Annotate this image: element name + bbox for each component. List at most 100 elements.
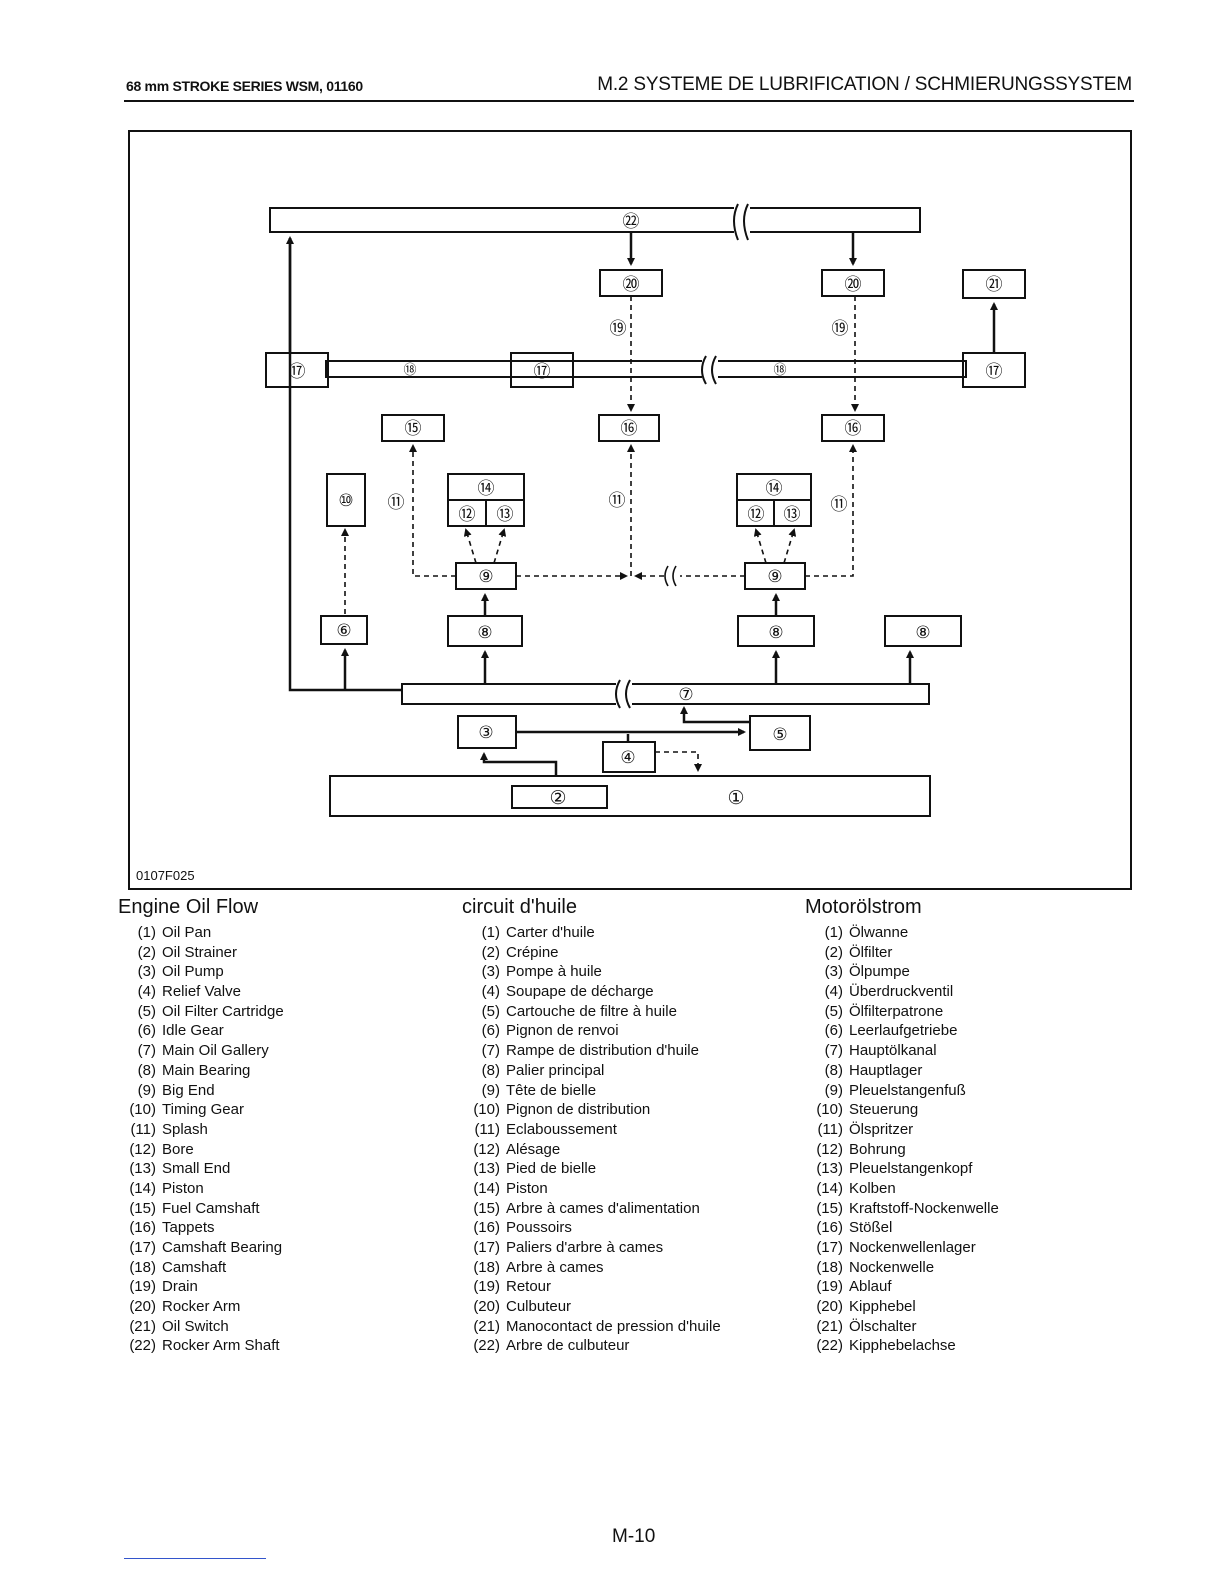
legend-item: (8)Hauptlager bbox=[805, 1061, 999, 1081]
legend-item-number: (18) bbox=[473, 1258, 500, 1276]
legend-item-text: Main Bearing bbox=[162, 1061, 251, 1079]
legend-english-list: (1)Oil Pan(2)Oil Strainer(3)Oil Pump(4)R… bbox=[118, 923, 284, 1356]
legend-item-text: Small End bbox=[162, 1160, 231, 1178]
legend-item-number: (19) bbox=[473, 1278, 500, 1296]
legend-item-text: Cartouche de filtre à huile bbox=[506, 1002, 677, 1020]
legend-item: (6)Idle Gear bbox=[118, 1021, 284, 1041]
legend-item-number: (6) bbox=[481, 1022, 500, 1040]
legend-item: (14)Kolben bbox=[805, 1179, 999, 1199]
legend-item-text: Alésage bbox=[506, 1140, 561, 1158]
legend-item: (8) Main Bearing bbox=[118, 1061, 284, 1081]
legend-item: (19)Ablauf bbox=[805, 1277, 999, 1297]
label-17-left: ⑰ bbox=[289, 362, 306, 382]
legend-item-number: (14) bbox=[129, 1179, 156, 1197]
legend-item-text: Ölpumpe bbox=[849, 963, 910, 981]
legend-item: (19)Drain bbox=[118, 1277, 284, 1297]
legend-item: (4) Überdruckventil bbox=[805, 982, 999, 1002]
legend-item-number: (16) bbox=[473, 1219, 500, 1237]
legend-item: (12)Bore bbox=[118, 1140, 284, 1160]
legend-item-text: Tappets bbox=[162, 1219, 215, 1237]
legend-item-number: (1) bbox=[137, 924, 156, 941]
label-8-c: ⑧ bbox=[915, 623, 930, 643]
rocker-arm-box-right bbox=[821, 269, 885, 297]
camshaft-bearing-box-mid bbox=[510, 352, 574, 388]
legend-item-number: (14) bbox=[473, 1179, 500, 1197]
legend-item-number: (6) bbox=[824, 1022, 843, 1040]
legend-item-number: (5) bbox=[824, 1002, 843, 1020]
legend-item-number: (11) bbox=[817, 1120, 843, 1138]
legend-item: (12)Alésage bbox=[462, 1140, 721, 1160]
label-13-right: ⑬ bbox=[784, 505, 801, 525]
label-3: ③ bbox=[478, 723, 493, 743]
oil-flow-diagram: ㉒ ⑳ ⑳ ㉑ ⑲ ⑲ ⑰ ⑰ ⑰ ⑱ ⑱ ⑮ ⑯ ⑯ ⑩ ⑪ ⑪ ⑪ ⑭ ⑭ … bbox=[265, 202, 1026, 817]
legend-item-text: Relief Valve bbox=[162, 983, 241, 1001]
label-17-right: ⑰ bbox=[986, 362, 1003, 382]
legend-item-text: Rocker Arm bbox=[162, 1298, 241, 1316]
legend-item: (20) Culbuteur bbox=[462, 1297, 721, 1317]
label-17-mid: ⑰ bbox=[534, 362, 551, 382]
legend-item-text: Leerlaufgetriebe bbox=[849, 1022, 958, 1040]
legend-item-text: Kraftstoff-Nockenwelle bbox=[849, 1199, 999, 1217]
figure-code: 0107F025 bbox=[136, 868, 195, 883]
legend-item-text: Piston bbox=[506, 1179, 548, 1197]
legend-item-text: Piston bbox=[162, 1179, 204, 1197]
legend-item-number: (8) bbox=[481, 1061, 500, 1079]
legend-item-number: (21) bbox=[473, 1317, 500, 1335]
legend-item-text: Tête de bielle bbox=[506, 1081, 597, 1099]
legend-french-title: circuit d'huile bbox=[462, 896, 577, 918]
legend-item-text: Palier principal bbox=[506, 1061, 605, 1079]
legend-item-text: Pignon de distribution bbox=[506, 1101, 651, 1119]
legend-item-number: (8) bbox=[137, 1061, 156, 1079]
legend-item-text: Idle Gear bbox=[162, 1022, 224, 1040]
header-right: M.2 SYSTEME DE LUBRIFICATION / SCHMIERUN… bbox=[597, 74, 1132, 95]
legend-item: (15)Arbre à cames d'alimentation bbox=[462, 1199, 721, 1219]
legend-item-text: Main Oil Gallery bbox=[162, 1042, 269, 1060]
oil-strainer-box bbox=[511, 785, 608, 809]
legend-item-number: (4) bbox=[481, 983, 500, 1001]
diagram-frame bbox=[128, 130, 1132, 890]
legend-item-number: (4) bbox=[824, 983, 843, 1001]
legend-item-text: Arbre à cames bbox=[506, 1258, 604, 1276]
legend-item-number: (5) bbox=[137, 1002, 156, 1020]
idle-gear-box bbox=[320, 615, 368, 645]
legend-item-text: Oil Switch bbox=[162, 1317, 229, 1335]
label-7: ⑦ bbox=[678, 685, 693, 705]
legend-item-number: (3) bbox=[824, 963, 843, 981]
timing-gear-box bbox=[326, 473, 366, 527]
legend-item-number: (9) bbox=[481, 1081, 500, 1099]
legend-english-title: Engine Oil Flow bbox=[118, 896, 259, 918]
legend-item-text: Camshaft bbox=[162, 1258, 227, 1276]
legend-item: (7)Rampe de distribution d'huile bbox=[462, 1041, 721, 1061]
oil-filter-box bbox=[749, 715, 811, 751]
legend-item-number: (19) bbox=[129, 1278, 156, 1296]
fuel-camshaft-box bbox=[381, 414, 445, 442]
legend-item-text: Oil Pump bbox=[162, 963, 224, 981]
legend-item-text: Kipphebel bbox=[849, 1298, 916, 1316]
legend-item-number: (20) bbox=[473, 1298, 500, 1316]
label-18-left: ⑱ bbox=[403, 363, 416, 378]
legend-item: (11)Eclaboussement bbox=[462, 1120, 721, 1140]
legend-item-number: (10) bbox=[129, 1101, 156, 1119]
legend-item: (17)Paliers d'arbre à cames bbox=[462, 1238, 721, 1258]
label-12-left: ⑫ bbox=[459, 505, 476, 525]
legend-item: (20)Kipphebel bbox=[805, 1297, 999, 1317]
label-9-right: ⑨ bbox=[767, 567, 782, 587]
label-14-left: ⑭ bbox=[478, 479, 495, 499]
legend-item-text: Oil Filter Cartridge bbox=[162, 1002, 284, 1020]
legend-item: (2)Ölfilter bbox=[805, 943, 999, 963]
label-19-left: ⑲ bbox=[610, 319, 627, 339]
legend-item-text: Culbuteur bbox=[506, 1298, 572, 1316]
legend-item: (21)Manocontact de pression d'huile bbox=[462, 1317, 720, 1337]
label-15: ⑮ bbox=[405, 419, 422, 439]
legend-item-number: (16) bbox=[129, 1219, 156, 1237]
label-16-right: ⑯ bbox=[845, 419, 862, 439]
header-left: 68 mm STROKE SERIES WSM, 01160 bbox=[126, 78, 363, 94]
legend-item-text: Carter d'huile bbox=[506, 924, 595, 941]
legend-item-text: Überdruckventil bbox=[849, 983, 954, 1001]
legend-item: (22)Rocker Arm Shaft bbox=[118, 1336, 284, 1356]
footer-link-rule bbox=[124, 1558, 266, 1559]
label-11-b: ⑪ bbox=[609, 491, 626, 511]
legend-item: (15)Fuel Camshaft bbox=[118, 1199, 284, 1219]
legend-item-text: Retour bbox=[506, 1278, 552, 1296]
label-11-a: ⑪ bbox=[388, 493, 405, 513]
